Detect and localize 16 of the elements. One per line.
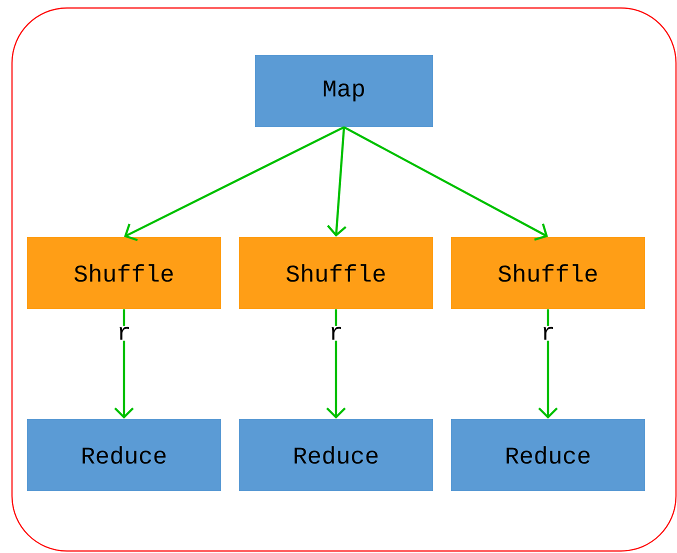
edge-label: r — [328, 326, 344, 341]
reduce-box: Reduce — [27, 418, 221, 491]
shuffle-box: Shuffle — [239, 236, 433, 309]
arrow — [343, 126, 548, 241]
arrow — [114, 309, 134, 419]
edge-label: r — [116, 326, 132, 341]
shuffle-box: Shuffle — [27, 236, 221, 309]
shuffle-box: Shuffle — [451, 236, 645, 309]
arrow — [538, 309, 558, 419]
edge-label: r — [540, 326, 556, 341]
arrow — [326, 309, 346, 419]
arrow — [326, 127, 346, 237]
arrow — [124, 126, 344, 242]
reduce-box: Reduce — [451, 418, 645, 491]
reduce-box: Reduce — [239, 418, 433, 491]
map-box: Map — [255, 55, 433, 127]
